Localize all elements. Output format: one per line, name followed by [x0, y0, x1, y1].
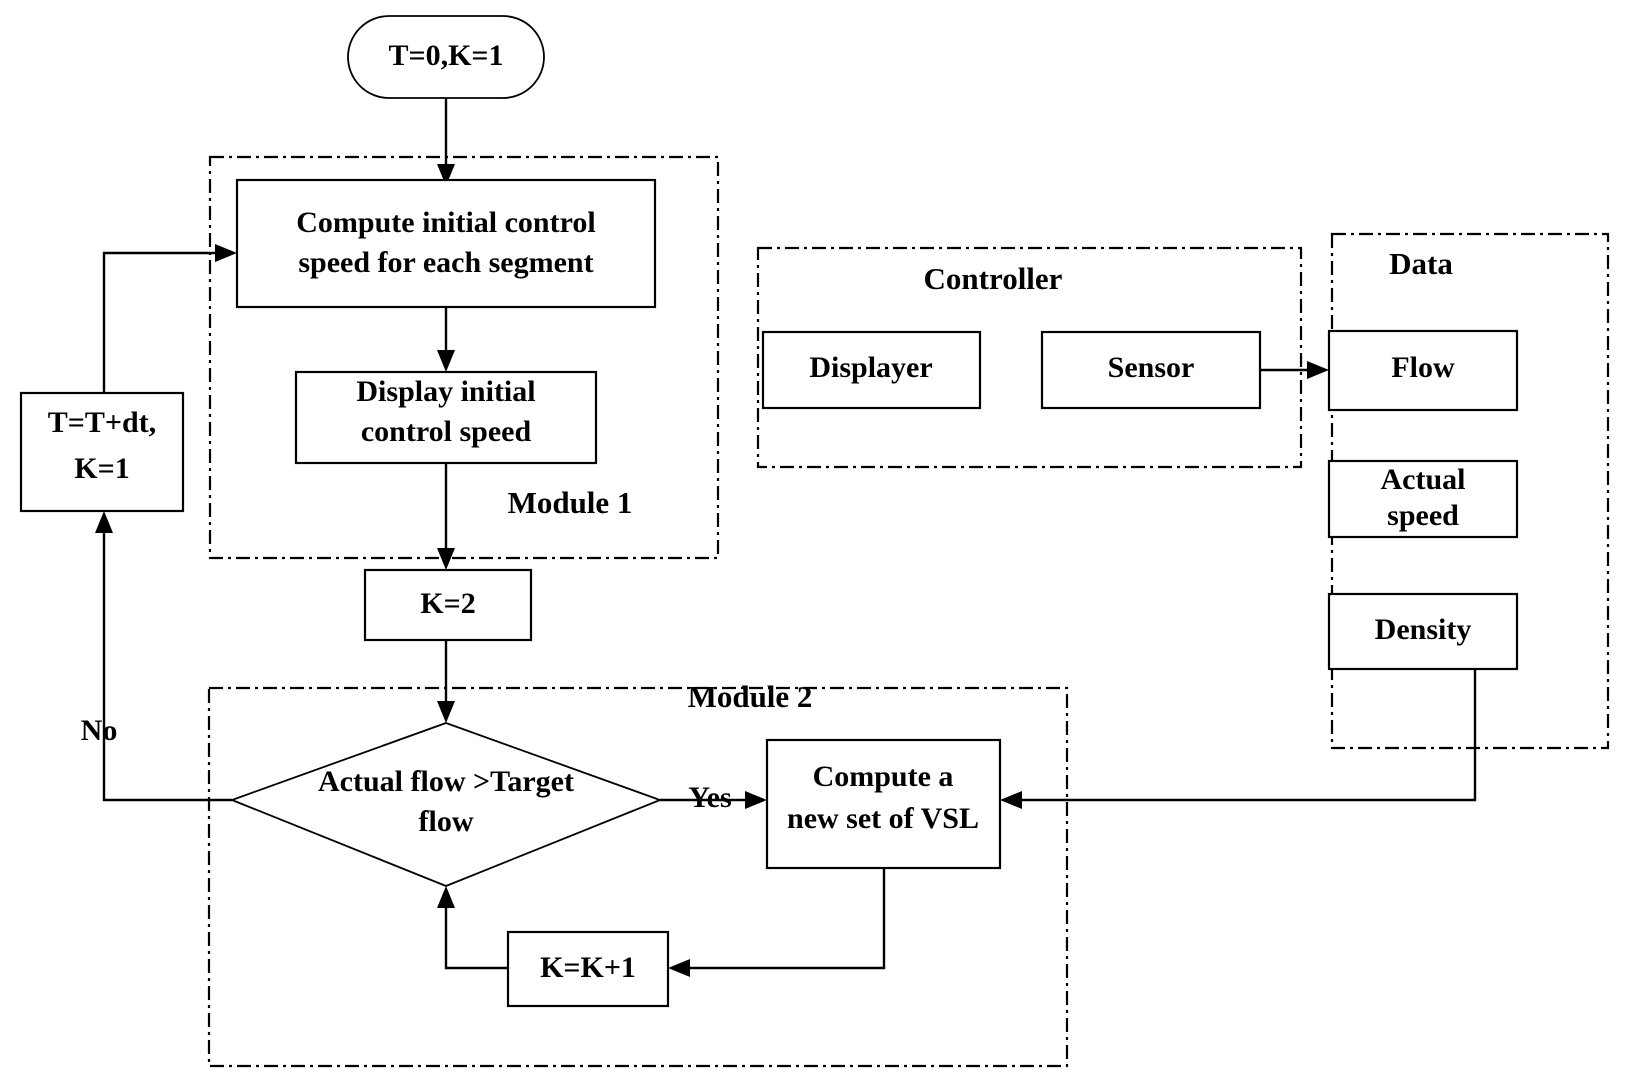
actual-speed-node[interactable]: [1327, 459, 1519, 539]
module-2-panel: [207, 686, 1069, 1068]
actual-speed-line1: Actual: [1381, 463, 1466, 496]
arrowhead-compute-to-display: [437, 350, 455, 372]
actual-flow-vs-target-flow-node[interactable]: [229, 722, 663, 887]
set-k-2-label: K=2: [420, 587, 475, 620]
arrowhead-increment-time-to-compute: [215, 244, 237, 262]
compute-new-vsl-node[interactable]: [765, 738, 1002, 870]
controller-panel-label: Controller: [924, 261, 1063, 296]
arrowhead-k2-to-decision: [437, 701, 455, 723]
module-1-panel: [208, 155, 720, 560]
displayer-node[interactable]: [761, 330, 982, 410]
increment-time-line2: K=1: [74, 452, 129, 485]
compute-initial-control-speed-node[interactable]: [235, 178, 657, 309]
module-2-label: Module 2: [688, 679, 813, 714]
actual-flow-vs-target-flow-line2: flow: [419, 805, 474, 838]
arrowhead-increment-k-to-decision: [437, 886, 455, 908]
density-node[interactable]: [1327, 592, 1519, 671]
arrowhead-sensor-to-flow: [1307, 361, 1329, 379]
edge-no-to-increment-time: [102, 523, 232, 802]
display-initial-control-speed-node[interactable]: [294, 370, 598, 465]
flow-node[interactable]: [1327, 329, 1519, 412]
increment-k-label: K=K+1: [540, 951, 636, 984]
compute-new-vsl-line1: Compute a: [813, 760, 954, 793]
start-node-label: T=0,K=1: [388, 39, 503, 72]
display-initial-control-speed-line2: control speed: [361, 415, 532, 448]
set-k-2-node[interactable]: [363, 568, 533, 642]
displayer-label: Displayer: [809, 351, 932, 384]
module-1-label: Module 1: [508, 485, 633, 520]
increment-time-node[interactable]: [19, 391, 185, 513]
start-node[interactable]: [347, 15, 545, 99]
compute-new-vsl-line2: new set of VSL: [787, 802, 979, 835]
actual-flow-vs-target-flow-line1: Actual flow >Target: [318, 765, 574, 798]
compute-initial-control-speed-line2: speed for each segment: [298, 246, 593, 279]
arrowhead-start-to-compute: [437, 164, 455, 186]
density-label: Density: [1375, 613, 1472, 646]
edge-increment-k-to-decision: [444, 898, 508, 970]
display-initial-control-speed-line1: Display initial: [356, 375, 535, 408]
branch-yes-label: Yes: [688, 781, 731, 814]
edge-increment-time-to-compute: [102, 251, 225, 393]
arrowhead-compute-vsl-to-increment-k: [668, 959, 690, 977]
controller-panel: [756, 246, 1303, 469]
arrowhead-yes-to-compute-vsl: [745, 791, 767, 809]
branch-no-label: No: [81, 714, 118, 747]
increment-k-node[interactable]: [506, 930, 670, 1008]
sensor-node[interactable]: [1040, 330, 1262, 410]
arrowhead-display-to-k2: [437, 548, 455, 570]
edge-density-to-compute-vsl: [1012, 669, 1477, 802]
actual-speed-line2: speed: [1387, 499, 1459, 532]
flow-label: Flow: [1391, 351, 1455, 384]
arrowhead-density-to-compute-vsl: [1000, 791, 1022, 809]
edge-compute-vsl-to-increment-k: [680, 868, 886, 970]
arrowhead-no-to-increment-time: [95, 511, 113, 533]
increment-time-line1: T=T+dt,: [48, 406, 156, 439]
data-panel-label: Data: [1389, 246, 1453, 281]
sensor-label: Sensor: [1108, 351, 1195, 384]
compute-initial-control-speed-line1: Compute initial control: [296, 206, 595, 239]
